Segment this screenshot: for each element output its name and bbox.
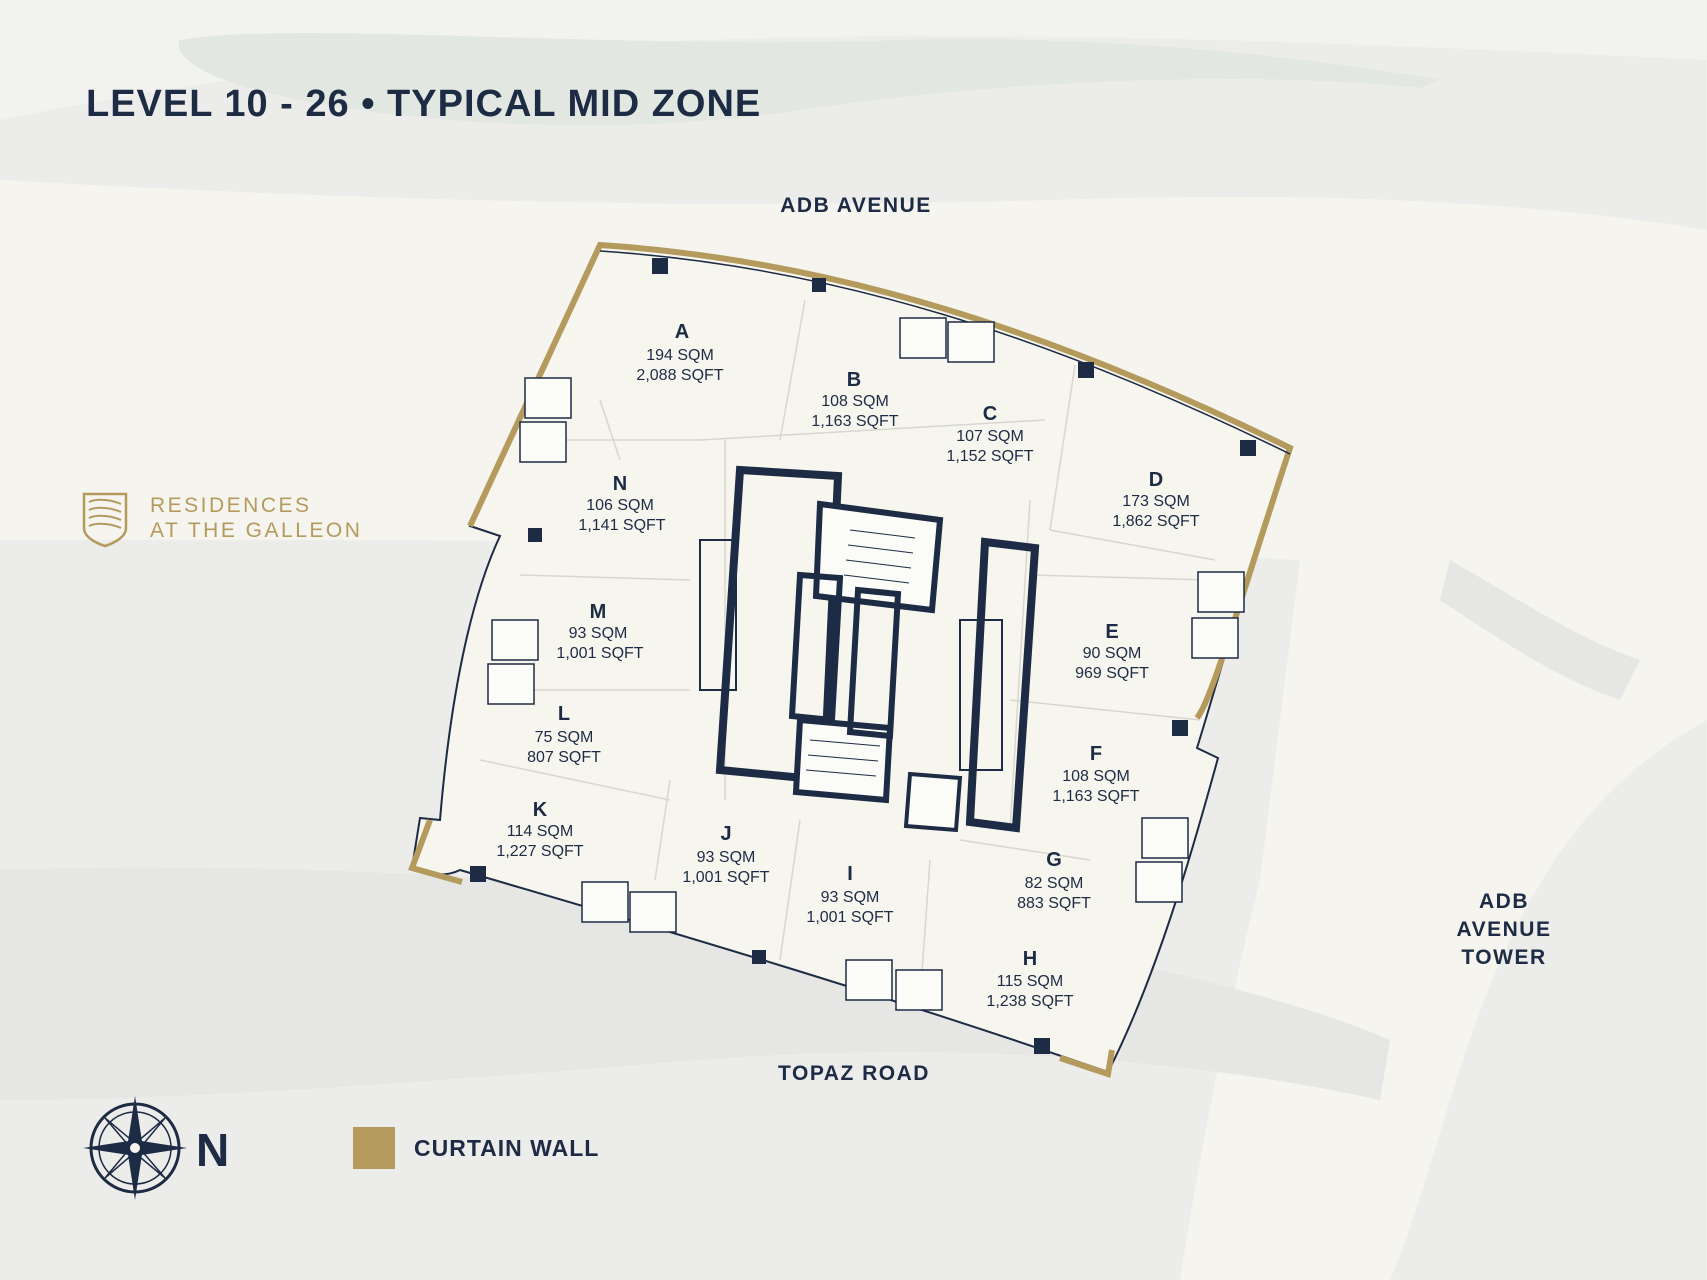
svg-text:93 SQM: 93 SQM <box>821 889 880 906</box>
svg-text:1,141 SQFT: 1,141 SQFT <box>578 517 665 534</box>
svg-text:106 SQM: 106 SQM <box>586 497 654 514</box>
svg-text:E: E <box>1105 621 1118 643</box>
unit-j: J 93 SQM 1,001 SQFT <box>682 823 769 886</box>
svg-text:75 SQM: 75 SQM <box>535 729 594 746</box>
building-core <box>699 465 1040 833</box>
svg-text:2,088 SQFT: 2,088 SQFT <box>636 367 723 384</box>
shield-icon <box>82 492 128 548</box>
unit-e: E 90 SQM 969 SQFT <box>1075 621 1149 682</box>
svg-text:1,163 SQFT: 1,163 SQFT <box>811 413 898 430</box>
svg-text:93 SQM: 93 SQM <box>697 849 756 866</box>
green-patch <box>178 32 1440 126</box>
svg-text:F: F <box>1090 743 1102 765</box>
svg-text:1,163 SQFT: 1,163 SQFT <box>1052 788 1139 805</box>
structural-columns <box>470 258 1256 1054</box>
unit-g: G 82 SQM 883 SQFT <box>1017 849 1091 912</box>
road-label-north: ADB AVENUE <box>780 194 932 217</box>
tower-label-line3: TOWER <box>1461 946 1546 969</box>
svg-text:1,001 SQFT: 1,001 SQFT <box>682 869 769 886</box>
svg-text:A: A <box>675 321 689 343</box>
curtain-wall-legend-label: CURTAIN WALL <box>414 1135 599 1161</box>
road-band-east <box>1440 560 1640 700</box>
svg-text:969 SQFT: 969 SQFT <box>1075 665 1149 682</box>
residences-logo <box>82 492 128 548</box>
svg-text:J: J <box>720 823 731 845</box>
svg-text:M: M <box>590 601 607 623</box>
tower-label-line1: ADB <box>1479 890 1529 913</box>
svg-text:108 SQM: 108 SQM <box>1062 768 1130 785</box>
svg-text:108 SQM: 108 SQM <box>821 393 889 410</box>
svg-text:K: K <box>533 799 548 821</box>
svg-text:1,238 SQFT: 1,238 SQFT <box>986 993 1073 1010</box>
svg-text:B: B <box>847 369 861 391</box>
unit-f: F 108 SQM 1,163 SQFT <box>1052 743 1139 805</box>
svg-text:D: D <box>1149 469 1163 491</box>
background-band-top <box>0 0 1707 120</box>
page-title: LEVEL 10 - 26 • TYPICAL MID ZONE <box>86 83 761 125</box>
brand-line2: AT THE GALLEON <box>150 519 362 542</box>
svg-text:1,001 SQFT: 1,001 SQFT <box>556 645 643 662</box>
svg-text:82 SQM: 82 SQM <box>1025 875 1084 892</box>
svg-text:I: I <box>847 863 853 885</box>
unit-n: N 106 SQM 1,141 SQFT <box>578 473 665 534</box>
svg-text:G: G <box>1046 849 1062 871</box>
svg-text:1,227 SQFT: 1,227 SQFT <box>496 843 583 860</box>
road-label-south: TOPAZ ROAD <box>778 1062 930 1085</box>
svg-text:L: L <box>558 703 570 725</box>
svg-text:93 SQM: 93 SQM <box>569 625 628 642</box>
svg-text:173 SQM: 173 SQM <box>1122 493 1190 510</box>
svg-text:C: C <box>983 403 997 425</box>
svg-text:N: N <box>613 473 627 495</box>
unit-k: K 114 SQM 1,227 SQFT <box>496 799 583 860</box>
unit-b: B 108 SQM 1,163 SQFT <box>811 369 898 430</box>
unit-i: I 93 SQM 1,001 SQFT <box>806 863 893 926</box>
unit-c: C 107 SQM 1,152 SQFT <box>946 403 1033 465</box>
svg-text:90 SQM: 90 SQM <box>1083 645 1142 662</box>
brand-line1: RESIDENCES <box>150 494 312 517</box>
svg-text:1,001 SQFT: 1,001 SQFT <box>806 909 893 926</box>
svg-text:1,152 SQFT: 1,152 SQFT <box>946 448 1033 465</box>
svg-text:807 SQFT: 807 SQFT <box>527 749 601 766</box>
unit-a: A 194 SQM 2,088 SQFT <box>636 321 723 384</box>
curtain-wall-swatch <box>353 1127 395 1169</box>
unit-h: H 115 SQM 1,238 SQFT <box>986 948 1073 1010</box>
north-label: N <box>196 1124 229 1176</box>
svg-text:H: H <box>1023 948 1037 970</box>
svg-text:115 SQM: 115 SQM <box>997 973 1063 990</box>
unit-labels: A 194 SQM 2,088 SQFT B 108 SQM 1,163 SQFT C 1… <box>496 321 1199 1010</box>
compass-icon <box>83 1096 187 1200</box>
svg-text:194 SQM: 194 SQM <box>646 347 714 364</box>
svg-text:883 SQFT: 883 SQFT <box>1017 895 1091 912</box>
unit-l: L 75 SQM 807 SQFT <box>527 703 601 766</box>
unit-m: M 93 SQM 1,001 SQFT <box>556 601 643 662</box>
tower-label-line2: AVENUE <box>1457 918 1552 941</box>
unit-d: D 173 SQM 1,862 SQFT <box>1112 469 1199 530</box>
svg-text:114 SQM: 114 SQM <box>507 823 573 840</box>
perimeter-shafts <box>487 317 1245 1011</box>
svg-text:1,862 SQFT: 1,862 SQFT <box>1112 513 1199 530</box>
svg-text:107 SQM: 107 SQM <box>956 428 1024 445</box>
